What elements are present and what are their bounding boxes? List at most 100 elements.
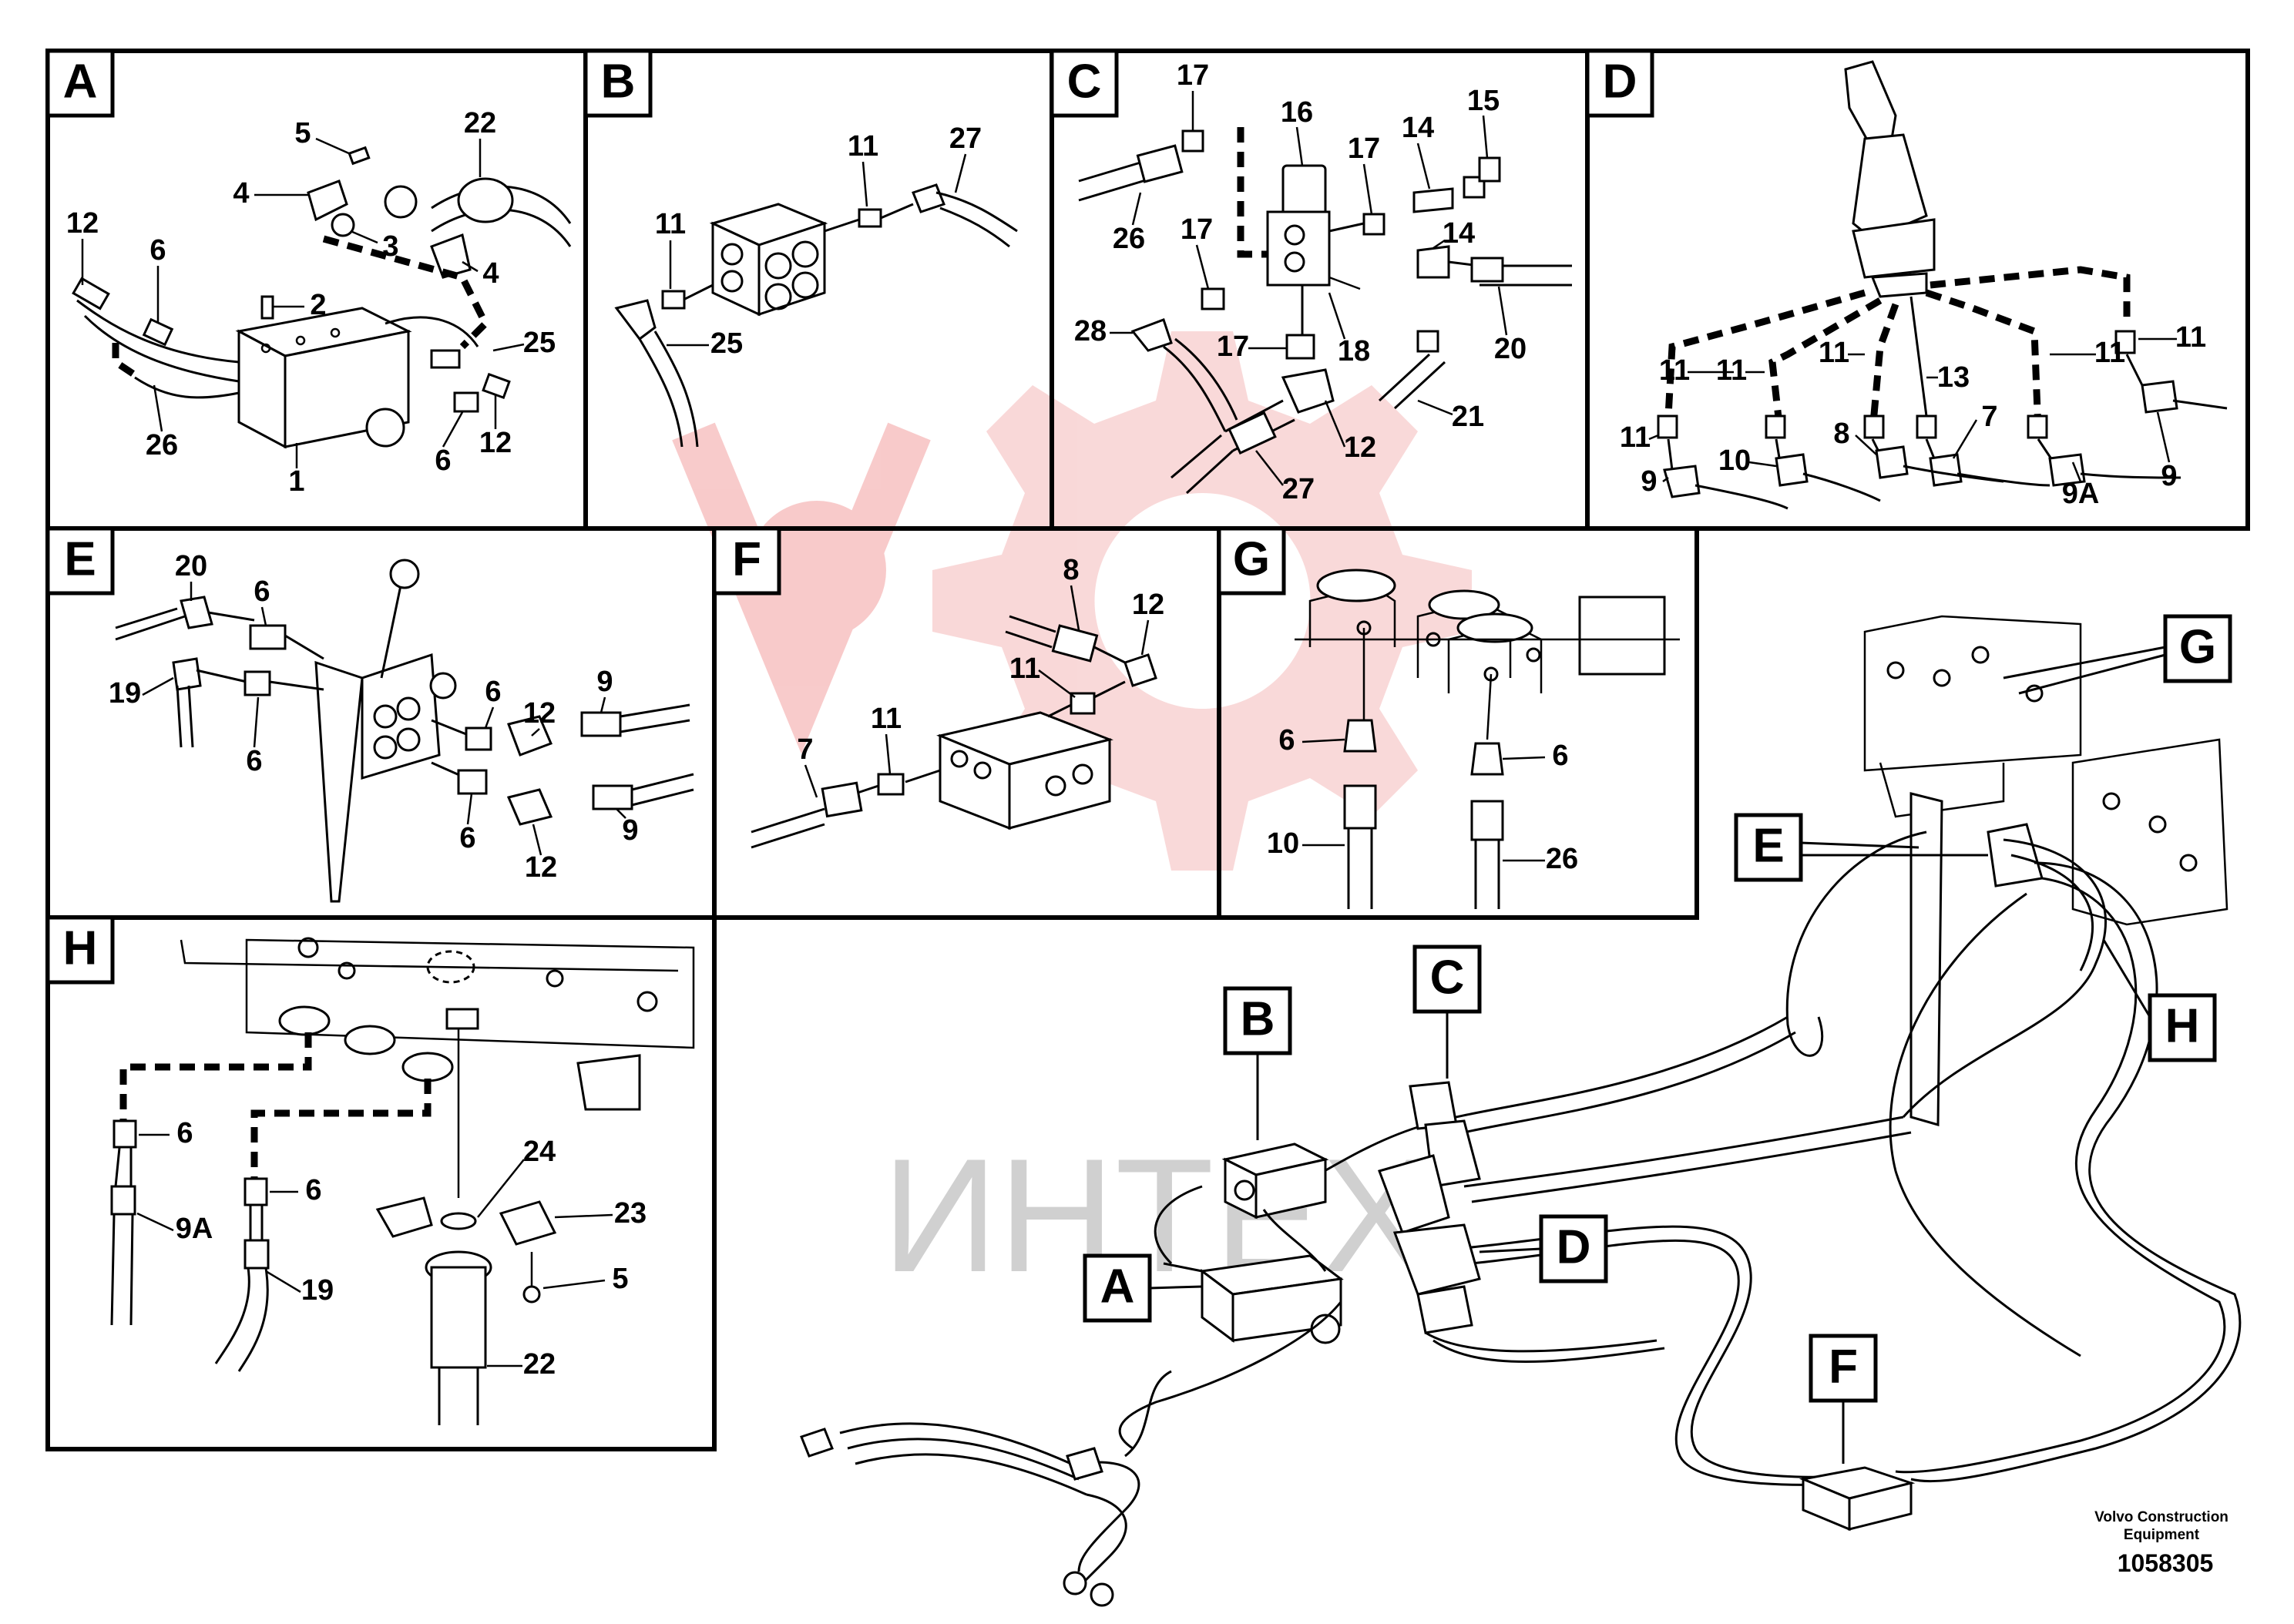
panel-h-drawing [110,937,695,1425]
svg-text:C: C [1067,55,1102,108]
callout-number: 15 [1467,85,1500,117]
callout-number: 12 [523,697,556,730]
callout-number: 17 [1177,59,1209,92]
overview-tag-a: A [1083,1253,1203,1323]
panel-g-callouts: 6 6 10 26 [1267,724,1578,875]
callout-number: 26 [1113,223,1145,255]
svg-text:E: E [1752,819,1784,872]
callout-number: 9 [1641,465,1657,498]
callout-number: 5 [612,1263,628,1295]
panel-tag-f: F [712,526,781,596]
panel-tag-g: G [1217,526,1286,596]
callout-number: 9 [2161,460,2177,492]
callout-number: 11 [848,130,878,163]
watermark-text: ИНТЕХ [882,1125,1429,1306]
callout-number: 3 [382,230,398,263]
callout-number: 9 [596,666,613,698]
callout-number: 26 [1546,843,1578,875]
svg-text:B: B [1241,992,1275,1045]
callout-number: 4 [233,177,249,210]
callout-number: 6 [254,575,270,608]
callout-number: 8 [1833,418,1849,450]
overview-tag-d: D [1479,1214,1608,1283]
callout-number: 10 [1267,827,1299,860]
callout-number: 11 [655,208,686,240]
callout-number: 19 [109,677,141,710]
company-line-2: Equipment [2124,1527,2200,1543]
overview-tag-g: G [2003,614,2232,695]
panel-tags: A B C D E F G H [45,49,1654,985]
callout-number: 1 [288,465,304,498]
callout-number: 11 [2094,337,2125,369]
callout-number: 6 [305,1174,321,1206]
document-number: 1058305 [2118,1549,2214,1577]
callout-number: 14 [1443,217,1475,250]
callout-number: 23 [614,1197,647,1230]
svg-text:F: F [1829,1340,1858,1393]
callout-number: 16 [1281,96,1313,129]
panel-f-drawing [751,615,1157,849]
callout-number: 12 [66,207,99,240]
callout-number: 11 [1620,421,1651,454]
callout-number: 6 [435,445,451,477]
callout-number: 21 [1452,401,1484,433]
panel-tag-d: D [1585,49,1654,118]
panel-tag-b: B [583,49,653,118]
callout-number: 6 [459,822,475,854]
callout-number: 27 [1282,473,1315,505]
callout-number: 6 [149,234,166,267]
callout-number: 6 [1278,724,1295,757]
callout-number: 9A [2062,478,2100,510]
callout-number: 25 [710,327,743,360]
callout-number: 11 [2175,321,2206,354]
panel-frames [45,49,2250,1451]
callout-number: 17 [1217,331,1249,363]
callout-number: 14 [1402,112,1434,144]
callout-number: 10 [1718,445,1751,477]
svg-text:D: D [1557,1220,1591,1273]
callout-number: 8 [1063,554,1079,586]
panel-c-drawing [1078,127,1572,495]
callout-number: 7 [797,733,813,766]
panel-a-drawing [72,146,572,449]
footer-credit: Volvo Construction Equipment 1058305 [2094,1509,2229,1577]
svg-text:G: G [1233,532,1270,586]
panel-h-callouts: 6 6 9A 19 24 23 5 22 [136,1117,647,1381]
callout-number: 22 [464,107,496,139]
panel-tag-c: C [1050,49,1119,118]
callout-number: 27 [949,122,982,155]
callout-number: 6 [246,745,262,777]
callout-number: 11 [1716,354,1747,387]
overview-tag-b: B [1223,986,1292,1140]
panel-g-drawing [1295,569,1680,909]
callout-number: 7 [1981,401,1997,433]
overview-assembly [800,615,2242,1607]
callout-number: 18 [1338,335,1370,367]
callout-number: 20 [175,550,207,582]
callout-number: 11 [1659,354,1690,387]
svg-text:B: B [601,55,636,108]
panel-b-drawing [614,183,1018,448]
callout-number: 17 [1181,213,1213,246]
callout-number: 13 [1937,361,1970,394]
panel-tag-h: H [45,915,115,985]
panel-c-callouts: 17 16 15 17 14 26 17 14 28 17 18 20 21 1… [1074,59,1527,505]
callout-number: 11 [1819,337,1849,369]
svg-text:F: F [732,532,761,586]
panel-tag-e: E [45,526,115,596]
callout-number: 25 [523,327,556,359]
callout-number: 6 [485,676,501,708]
overview-tags: G E H C B D A F [1083,614,2232,1464]
callout-number: 12 [1132,589,1164,621]
svg-text:G: G [2179,620,2216,673]
callout-number: 4 [482,257,499,290]
panel-f-callouts: 8 12 11 11 7 [797,554,1164,798]
overview-tag-c: C [1412,945,1482,1079]
svg-text:H: H [2165,999,2200,1052]
callout-number: 12 [525,851,557,884]
callout-number: 12 [1344,431,1376,464]
callout-number: 22 [523,1348,556,1381]
callout-number: 26 [146,429,178,461]
